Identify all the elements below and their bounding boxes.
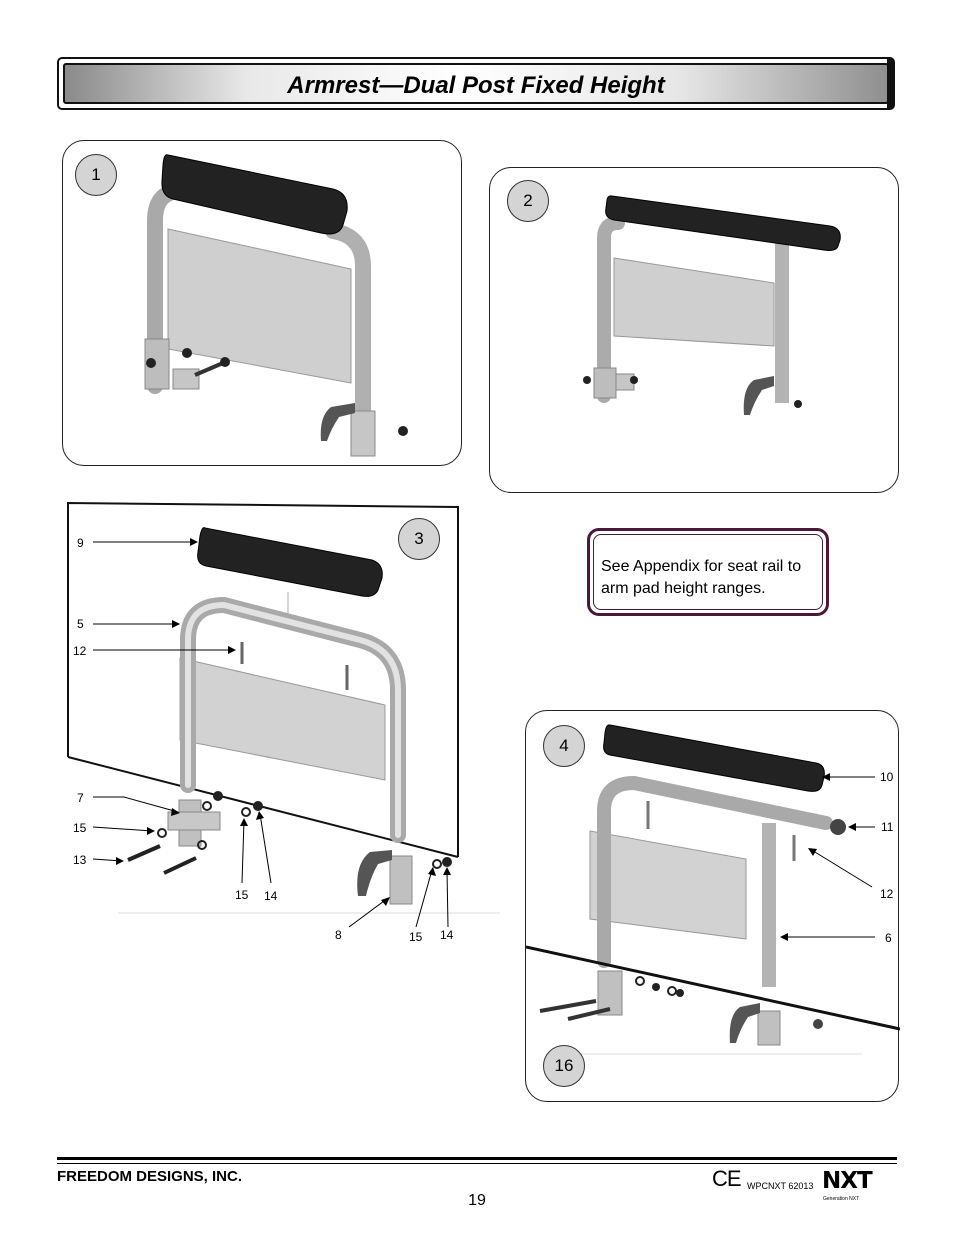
callout-15: 15 — [409, 930, 423, 944]
callout-5: 5 — [77, 617, 84, 631]
callout-7: 7 — [77, 791, 84, 805]
note-box: See Appendix for seat rail to arm pad he… — [587, 528, 829, 616]
callout-12: 12 — [73, 644, 87, 658]
footer-rule-thin — [57, 1163, 897, 1164]
page-title: Armrest—Dual Post Fixed Height — [287, 72, 665, 99]
step-circle-1: 1 — [75, 154, 117, 196]
panel-step-1: 1 — [62, 140, 462, 466]
page-number: 19 — [468, 1192, 486, 1209]
step-circle-4: 4 — [543, 725, 585, 767]
step-circle-3: 3 — [398, 518, 440, 560]
armrest-illustration-2 — [583, 195, 841, 415]
nxt-logo-tagline: Generation NXT — [823, 1196, 860, 1202]
ce-mark: CE — [712, 1166, 742, 1191]
nxt-logo: NXT — [822, 1168, 873, 1194]
note-text: See Appendix for seat rail to arm pad he… — [593, 534, 823, 610]
callout-15: 15 — [73, 821, 87, 835]
step-circle-2: 2 — [507, 180, 549, 222]
callout-14: 14 — [264, 889, 278, 903]
footer-rule — [57, 1157, 897, 1160]
company-name: FREEDOM DESIGNS, INC. — [57, 1168, 243, 1185]
callout-13: 13 — [73, 853, 87, 867]
callout-14: 14 — [440, 928, 454, 942]
step-circle-16: 16 — [543, 1045, 585, 1087]
document-id: WPCNXT 62013 — [747, 1181, 814, 1191]
title-bar: Armrest—Dual Post Fixed Height — [57, 57, 895, 110]
callout-6: 6 — [885, 931, 892, 945]
callout-8: 8 — [335, 928, 342, 942]
armrest-illustration-1 — [144, 154, 408, 457]
callout-15: 15 — [235, 888, 249, 902]
callout-12: 12 — [880, 887, 894, 901]
armrest-illustration-4 — [526, 724, 900, 1055]
title-bar-inner: Armrest—Dual Post Fixed Height — [63, 59, 893, 108]
callout-10: 10 — [880, 770, 894, 784]
callout-9: 9 — [77, 536, 84, 550]
panel-step-2: 2 — [489, 167, 899, 493]
panel-step-4: 4 16 10 11 12 6 — [525, 710, 900, 1102]
callout-11: 11 — [881, 820, 894, 834]
